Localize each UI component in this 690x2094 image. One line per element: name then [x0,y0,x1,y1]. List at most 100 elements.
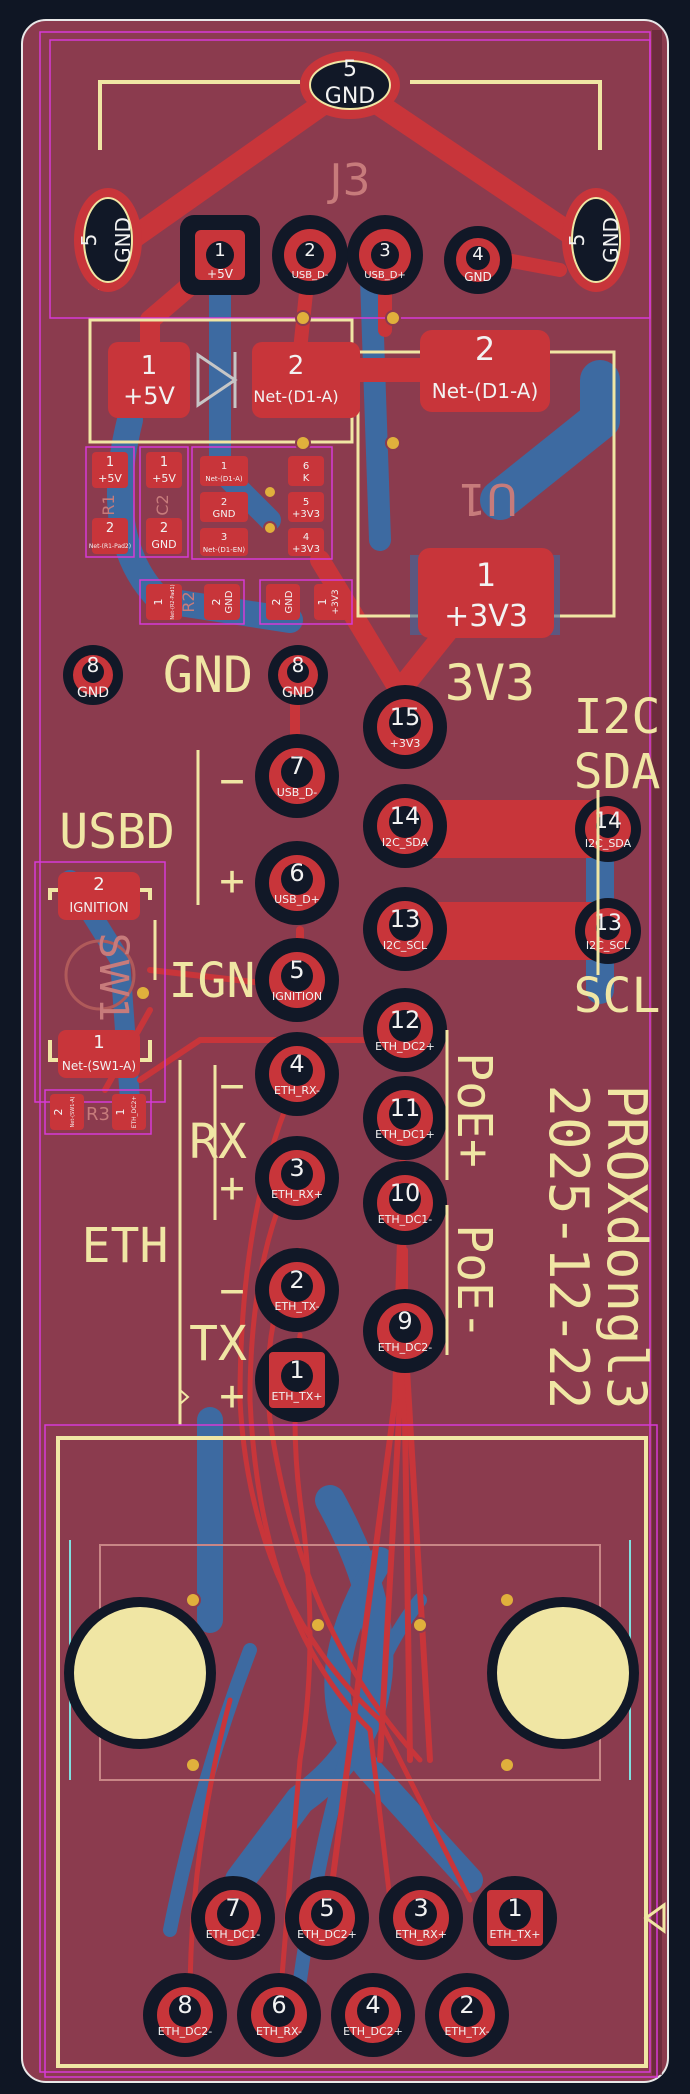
pad-net: Net-(D1-EN) [203,546,246,554]
ic-pad-5[interactable]: 5 +3V3 [288,492,324,522]
pin-number: 14 [390,802,421,830]
silk-tx-minus: − [219,1266,244,1315]
c2-pad-1[interactable]: 1 +5V [146,452,182,488]
pad-number: 1 [476,556,496,594]
pin-net: ETH_DC2+ [297,1928,357,1941]
usb-pin-2[interactable]: 2 USB_D- [272,215,348,295]
pin-number: 4 [365,1991,380,2019]
silk-eth: ETH [82,1218,169,1274]
pin-net: +3V3 [390,737,421,750]
r1-courtyard [85,446,135,558]
j3-reference: J3 [327,155,371,206]
j3-silkscreen-outline [98,80,602,290]
c2-pad-2[interactable]: 2 GND [146,518,182,554]
gnd-hole-left[interactable]: 8 GND [63,645,123,705]
pad-number: 4 [303,532,309,543]
pad-number: 2 [221,497,227,508]
u1-pad-1[interactable]: 1 +3V3 [410,548,560,638]
silk-tx: TX [189,1316,247,1372]
ic-pad-4[interactable]: 4 +3V3 [288,528,324,556]
usb-pin-1[interactable]: 1 +5V [180,215,260,295]
pad-number: 8 [87,653,100,677]
ic-pad-6[interactable]: 6 K [288,456,324,486]
pin-net: USB_D+ [364,270,406,281]
r1-pad-1[interactable]: 1 +5V [92,452,128,488]
ic-courtyard [191,446,333,560]
silk-ign: IGN [169,953,256,1009]
ic-pad-3[interactable]: 3 Net-(D1-EN) [200,528,248,556]
i2c-pad-scl[interactable]: 13 I2C_SCL [575,898,641,964]
ic-pad-2[interactable]: 2 GND [200,492,248,522]
d1-pad-2[interactable]: 2 Net-(D1-A) [252,342,360,418]
pin-number: 12 [390,1006,421,1034]
pin-net: ETH_TX- [444,2025,489,2038]
r2-pad-2[interactable]: 2 GND [204,584,240,620]
r4-pad-1[interactable]: 1 +3V3 [314,584,348,620]
silk-rx-minus: − [219,1061,244,1110]
usb-pin-4[interactable]: 4 GND [444,226,512,294]
r1-pad-2[interactable]: 2 Net-(R1-Pad2) [89,518,131,554]
pad-number: 5 [343,57,357,82]
r3-pad-2[interactable]: 2 Net-(SW1-A) [50,1094,84,1130]
usb-shield-left-pad[interactable]: 5 GND [74,188,142,292]
pin-number: 10 [390,1179,421,1207]
silk-rx: RX [189,1114,247,1170]
usb-shield-right-pad[interactable]: 5 GND [562,188,630,292]
usb-pin-3[interactable]: 3 USB_D+ [347,215,423,295]
silk-i2c: I2C [574,689,661,745]
pad-net: Net-(SW1-A) [70,1097,76,1128]
diode-symbol-icon [196,352,238,408]
sw1-pad-2[interactable]: 2 IGNITION [58,872,140,920]
pin-net: I2C_SCL [383,939,428,952]
pad-net: K [303,473,310,484]
pad-net: Net-(D1-A) [205,475,243,483]
ic-pad-1[interactable]: 1 Net-(D1-A) [200,456,248,486]
u1-pad-2[interactable]: 2 Net-(D1-A) [420,330,550,412]
r2-pad-1[interactable]: 1 Net-(R2-Pad1) [146,584,182,620]
pad-number: 2 [52,1109,65,1116]
sw1-pad-1[interactable]: 1 Net-(SW1-A) [58,1030,140,1078]
r3-pad-1[interactable]: 1 ETH_DC2+ [112,1094,146,1130]
pin-net: IGNITION [272,990,322,1003]
r4-pad-2[interactable]: 2 GND [266,584,300,620]
pin-number: 11 [390,1094,421,1122]
resistor-r3: 2 Net-(SW1-A) R3 1 ETH_DC2+ [44,1089,152,1135]
pin-number: 5 [289,956,304,984]
pin-number: 1 [214,240,225,261]
usb-shield-top-pad[interactable]: 5 GND [300,51,400,119]
silk-usbd-minus: − [219,756,244,805]
pad-number: 2 [288,351,305,381]
pin-number: 3 [289,1154,304,1182]
pin-number: 2 [459,1991,474,2019]
i2c-pad-sda[interactable]: 14 I2C_SDA [575,796,641,862]
gnd-hole-center[interactable]: 8 GND [268,645,328,705]
pad-net: ETH_DC2+ [131,1096,138,1129]
pad-number: 5 [77,234,101,247]
d1-pad-1[interactable]: 1 +5V [108,342,190,418]
header-pin-15[interactable]: 15+3V3 [363,685,447,769]
edge-hatch [652,30,662,2075]
